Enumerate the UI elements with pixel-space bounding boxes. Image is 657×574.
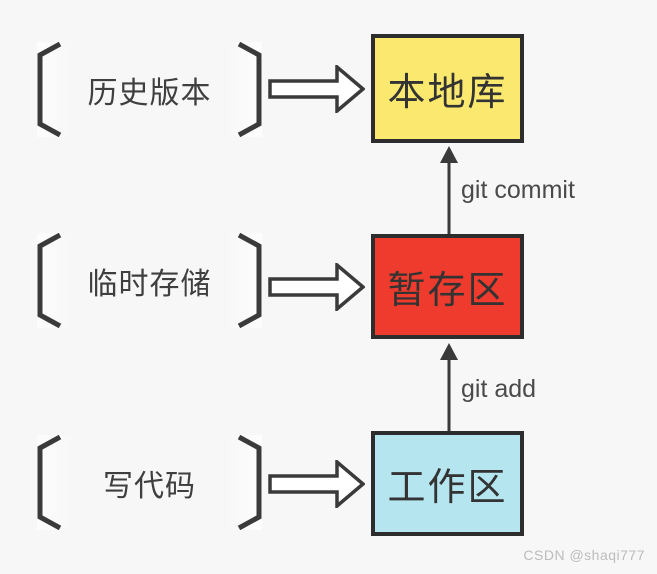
bracket-group-write-code: 写代码 xyxy=(37,435,262,530)
right-bracket-icon xyxy=(237,435,262,530)
bracket-group-temp-storage: 临时存储 xyxy=(37,233,262,328)
bracket-label-history: 历史版本 xyxy=(87,76,212,110)
up-arrow-git-commit-icon xyxy=(440,146,458,234)
up-arrow-git-add-icon xyxy=(440,343,458,431)
right-block-arrow-icon xyxy=(268,263,365,311)
left-bracket-icon xyxy=(37,42,62,137)
node-working-area: 工作区 xyxy=(371,431,524,536)
node-local-repo: 本地库 xyxy=(371,34,524,143)
right-bracket-icon xyxy=(237,233,262,328)
bracket-label-write-code: 写代码 xyxy=(103,469,196,503)
bracket-group-history: 历史版本 xyxy=(37,42,262,137)
watermark-text: CSDN @shaqi777 xyxy=(523,547,645,563)
right-bracket-icon xyxy=(237,42,262,137)
right-block-arrow-icon xyxy=(268,65,365,113)
left-bracket-icon xyxy=(37,233,62,328)
flow-label-git-add: git add xyxy=(461,375,537,403)
right-block-arrow-icon xyxy=(268,460,365,508)
bracket-label-temp-storage: 临时存储 xyxy=(87,267,212,301)
left-bracket-icon xyxy=(37,435,62,530)
flow-label-git-commit: git commit xyxy=(461,176,575,204)
node-staging-area: 暂存区 xyxy=(371,234,524,339)
